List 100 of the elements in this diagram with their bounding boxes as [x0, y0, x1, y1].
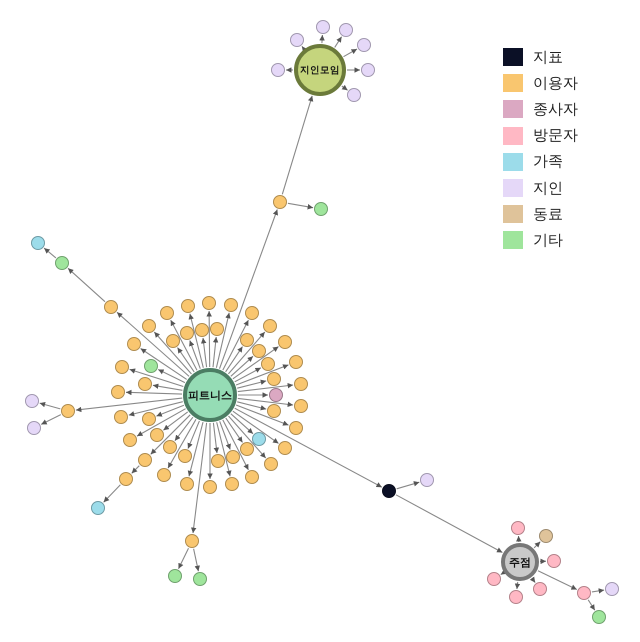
- arrow: [540, 558, 546, 564]
- arrow: [126, 390, 182, 396]
- hub-node: 지인모임: [294, 44, 346, 96]
- arrow: [188, 420, 200, 449]
- arrow: [225, 418, 243, 443]
- node-circle: [55, 256, 69, 270]
- node-circle: [226, 450, 240, 464]
- node-circle: [382, 484, 396, 498]
- arrow: [516, 536, 522, 542]
- node-circle: [210, 322, 224, 336]
- arrow: [232, 346, 279, 380]
- arrow: [319, 34, 325, 44]
- node-circle: [25, 394, 39, 408]
- arrow: [238, 398, 294, 408]
- arrow: [236, 404, 289, 426]
- arrow: [158, 369, 186, 384]
- node-circle: [115, 360, 129, 374]
- arrow: [234, 408, 382, 488]
- arrow: [334, 36, 342, 48]
- node-circle: [61, 404, 75, 418]
- arrow: [222, 420, 249, 470]
- arrow: [200, 338, 208, 368]
- arrow: [40, 402, 60, 410]
- arrow: [222, 320, 249, 370]
- node-circle: [278, 441, 292, 455]
- arrow: [188, 422, 204, 476]
- arrow: [216, 312, 231, 368]
- node-circle: [104, 300, 118, 314]
- node-circle: [357, 38, 371, 52]
- node-circle: [361, 63, 375, 77]
- legend-label: 기타: [533, 230, 563, 250]
- node-circle: [163, 440, 177, 454]
- arrow: [174, 416, 194, 442]
- arrow: [500, 569, 507, 576]
- arrow: [116, 312, 190, 377]
- arrow: [238, 392, 268, 398]
- node-circle: [202, 296, 216, 310]
- arrow: [225, 346, 243, 372]
- arrow: [343, 48, 358, 58]
- arrow: [230, 356, 254, 377]
- arrow: [140, 348, 187, 380]
- legend-label: 이용자: [533, 74, 578, 93]
- node-circle: [289, 355, 303, 369]
- node-circle: [252, 344, 266, 358]
- node-circle: [142, 412, 156, 426]
- node-circle: [271, 63, 285, 77]
- node-circle: [114, 410, 128, 424]
- arrow: [286, 67, 293, 73]
- legend-label: 지표: [533, 48, 563, 66]
- legend-label: 가족: [533, 152, 563, 172]
- node-circle: [533, 582, 547, 596]
- arrow: [136, 408, 186, 437]
- arrow: [193, 548, 200, 572]
- arrow: [534, 541, 541, 548]
- node-circle: [123, 433, 137, 447]
- arrow: [396, 494, 503, 553]
- legend-label: 종사자: [533, 100, 578, 119]
- arrow: [44, 248, 56, 258]
- arrow: [190, 422, 208, 534]
- arrow: [288, 202, 314, 210]
- node-circle: [138, 453, 152, 467]
- arrow: [234, 367, 262, 382]
- arrow: [156, 404, 184, 417]
- node-circle: [547, 554, 561, 568]
- node-circle: [111, 385, 125, 399]
- arrow: [228, 332, 266, 374]
- arrow: [103, 484, 121, 503]
- node-circle: [225, 477, 239, 491]
- node-circle: [289, 421, 303, 435]
- arrow: [152, 384, 182, 391]
- arrow: [230, 413, 254, 434]
- hub-node: 주점: [501, 543, 539, 581]
- node-circle: [273, 195, 287, 209]
- arrow: [207, 423, 213, 479]
- arrow: [236, 364, 289, 386]
- arrow: [189, 340, 201, 369]
- arrow: [396, 481, 420, 490]
- node-circle: [539, 529, 553, 543]
- node-circle: [261, 357, 275, 371]
- node-circle: [314, 202, 328, 216]
- arrow: [237, 380, 266, 389]
- node-circle: [144, 359, 158, 373]
- node-circle: [91, 501, 105, 515]
- node-circle: [193, 572, 207, 586]
- arrow: [163, 411, 188, 431]
- arrow: [68, 268, 106, 302]
- node-circle: [290, 33, 304, 47]
- node-circle: [294, 377, 308, 391]
- arrow: [177, 347, 195, 372]
- node-circle: [278, 335, 292, 349]
- node-circle: [119, 472, 133, 486]
- node-circle: [592, 610, 606, 624]
- node-circle: [168, 569, 182, 583]
- node-circle: [142, 319, 156, 333]
- node-circle: [224, 298, 238, 312]
- node-circle: [294, 399, 308, 413]
- arrow: [538, 570, 578, 590]
- node-circle: [195, 323, 209, 337]
- arrow: [232, 410, 279, 444]
- node-circle: [180, 326, 194, 340]
